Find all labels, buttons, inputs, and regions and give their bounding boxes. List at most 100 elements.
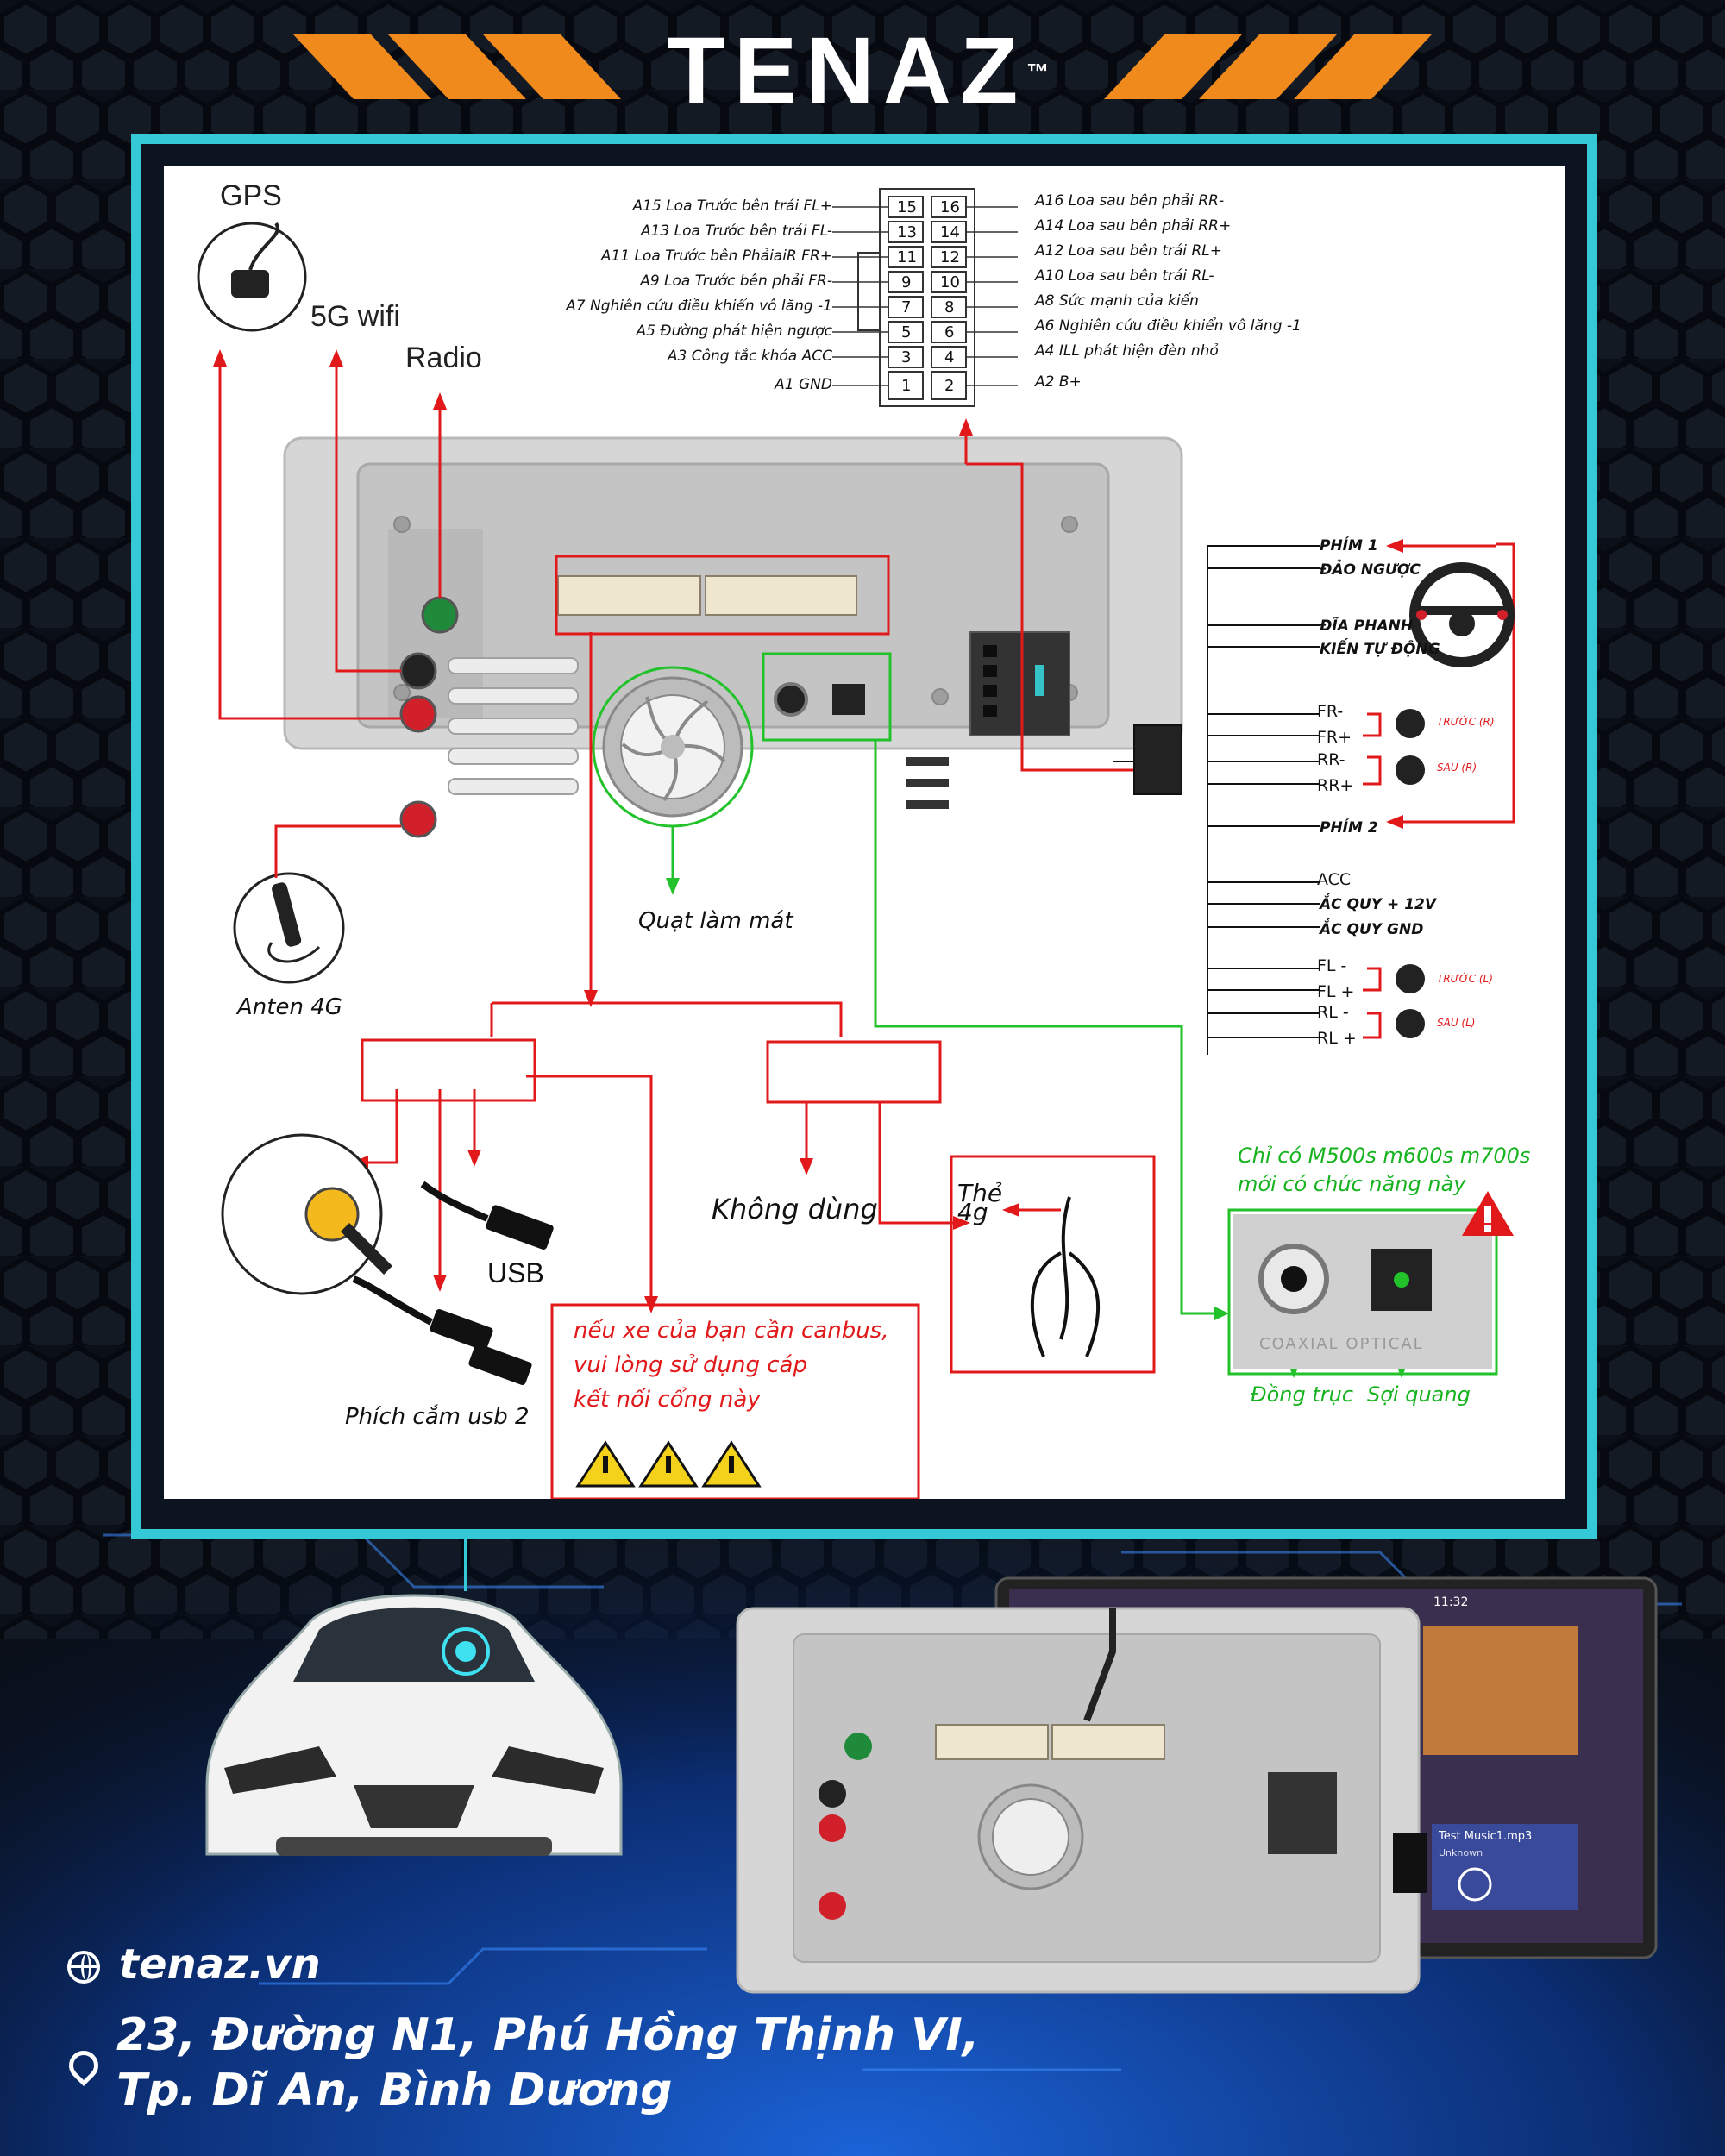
canbus-note-line1: nếu xe của bạn cần canbus,	[574, 1318, 889, 1344]
pin-label-a2: A2 B+	[1035, 373, 1082, 391]
the-4g-label: Thẻ 4g	[957, 1179, 1003, 1226]
steering-wheel-icon	[1409, 562, 1515, 667]
screen-time: 11:32	[1433, 1595, 1469, 1609]
pin-label-a3: A3 Công tắc khóa ACC	[667, 348, 832, 365]
anten-4g-icon	[233, 872, 345, 984]
harness-acc: ACC	[1317, 870, 1352, 889]
address-line1: 23, Đường N1, Phú Hồng Thịnh VI,	[116, 2009, 980, 2061]
harness-ac-quy-12v: ẮC QUY + 12V	[1320, 896, 1437, 913]
wire-harness	[1113, 545, 1320, 1055]
usb-plug-icon	[352, 1181, 554, 1385]
model-note-line2: mới có chức năng này	[1238, 1172, 1466, 1196]
speaker-icons	[1396, 709, 1425, 1038]
pin-number: 4	[944, 348, 955, 367]
pin-number: 5	[901, 323, 912, 342]
fan-label: Quạt làm mát	[638, 908, 794, 934]
harness-rr-plus: RR+	[1317, 776, 1354, 795]
pin-label-a4: A4 ILL phát hiện đèn nhỏ	[1035, 342, 1219, 360]
the-4g-line1: Thẻ	[957, 1179, 1003, 1207]
harness-rl-minus: RL -	[1317, 1003, 1349, 1022]
harness-rl-plus: RL +	[1317, 1029, 1357, 1048]
wifi-label: 5G wifi	[310, 300, 400, 333]
wifi-port-icon	[399, 652, 437, 690]
pin-number: 9	[901, 273, 912, 291]
pin-label-a7: A7 Nghiên cứu điều khiển vô lăng -1	[566, 298, 832, 315]
audio-port-text: COAXIAL OPTICAL	[1259, 1335, 1424, 1353]
warning-red-icon	[1462, 1191, 1514, 1236]
harness-sau-l: SAU (L)	[1437, 1017, 1476, 1029]
cooling-fan-icon	[602, 676, 743, 818]
pin-number: 7	[901, 298, 912, 317]
pin-label-a14: A14 Loa sau bên phải RR+	[1035, 217, 1232, 235]
canbus-note-line2: vui lòng sử dụng cáp	[574, 1352, 807, 1378]
gps-antenna-icon	[197, 222, 307, 332]
brand-logo: TENAZ™	[664, 24, 1061, 119]
optical-label: Sợi quang	[1367, 1382, 1471, 1407]
pin-label-a11: A11 Loa Trước bên PhảiaiR FR+	[600, 248, 832, 265]
pin-number: 6	[944, 323, 955, 342]
pin-label-a12: A12 Loa sau bên trái RL+	[1035, 242, 1222, 260]
harness-kien-tu-dong: KIẾN TỰ ĐỘNG	[1320, 641, 1440, 658]
screen-song-title: Test Music1.mp3	[1439, 1830, 1533, 1843]
product-image	[736, 1576, 1658, 1994]
pin-number: 13	[897, 223, 917, 241]
pin-number: 11	[897, 248, 917, 266]
pin-number: 14	[940, 223, 960, 241]
harness-ac-quy-gnd: ẮC QUY GND	[1320, 921, 1424, 938]
harness-phim2: PHÍM 2	[1320, 819, 1378, 837]
pin-label-a9: A9 Loa Trước bên phải FR-	[640, 273, 832, 290]
harness-phim1: PHÍM 1	[1320, 537, 1378, 555]
4g-port-icon	[399, 800, 437, 838]
globe-icon	[67, 1951, 100, 1984]
website-link[interactable]: tenaz.vn	[119, 1940, 321, 1989]
harness-fr-minus: FR-	[1317, 702, 1344, 721]
canbus-note-line3: kết nối cổng này	[574, 1387, 761, 1413]
the-4g-line2: 4g	[957, 1198, 988, 1226]
pin-number: 16	[940, 198, 960, 216]
harness-fr-plus: FR+	[1317, 728, 1352, 747]
pin-number: 1	[901, 377, 912, 395]
gps-port-icon	[399, 695, 437, 733]
harness-truoc-r: TRƯỚC (R)	[1437, 716, 1495, 728]
trademark: ™	[1026, 59, 1058, 85]
wiring-diagram-panel: A15 Loa Trước bên trái FL+ A13 Loa Trước…	[164, 166, 1565, 1499]
pin-number: 8	[944, 298, 955, 317]
brand-name: TENAZ	[667, 18, 1027, 124]
radio-port-icon	[421, 596, 459, 634]
khong-dung-label: Không dùng	[712, 1193, 878, 1225]
usb-plug-2-label: Phích cắm usb 2	[345, 1404, 530, 1430]
harness-fl-minus: FL -	[1317, 956, 1347, 975]
usb-label: USB	[487, 1257, 544, 1288]
camera-plug-icon	[221, 1133, 392, 1295]
wiring-diagram	[197, 188, 1515, 1499]
audio-out-box	[1233, 1214, 1492, 1369]
harness-truoc-l: TRƯỚC (L)	[1437, 973, 1493, 985]
pin-label-a6: A6 Nghiên cứu điều khiển vô lăng -1	[1035, 317, 1302, 335]
radio-label: Radio	[405, 342, 482, 374]
chevron-decoration-icon	[293, 34, 1432, 99]
pin-number: 10	[940, 273, 960, 291]
harness-dia-phanh: ĐĨA PHANH	[1320, 617, 1414, 635]
pin-label-a8: A8 Sức mạnh của kiến	[1035, 292, 1199, 310]
car-image	[205, 1594, 623, 1856]
screen-song-artist: Unknown	[1439, 1847, 1484, 1858]
pin-label-a13: A13 Loa Trước bên trái FL-	[640, 222, 832, 240]
harness-sau-r: SAU (R)	[1437, 761, 1477, 774]
address-line2: Tp. Dĩ An, Bình Dương	[116, 2065, 673, 2116]
harness-dao-nguoc: ĐẢO NGƯỢC	[1320, 561, 1421, 579]
pin-number: 3	[901, 348, 912, 367]
pin-number: 15	[897, 198, 917, 216]
model-note-line1: Chỉ có M500s m600s m700s	[1238, 1144, 1531, 1168]
pin-label-a5: A5 Đường phát hiện ngược	[636, 323, 832, 340]
pin-number: 12	[940, 248, 960, 266]
coaxial-label: Đồng trục	[1251, 1382, 1354, 1407]
pin-label-a15: A15 Loa Trước bên trái FL+	[632, 197, 832, 215]
anten-4g-label: Anten 4G	[237, 994, 342, 1020]
harness-fl-plus: FL +	[1317, 982, 1355, 1001]
frame-connector-line	[464, 1539, 467, 1591]
pin-number: 2	[944, 377, 955, 395]
head-unit-back	[283, 436, 1183, 838]
gps-label: GPS	[220, 179, 282, 212]
4g-cable-icon	[1030, 1196, 1101, 1357]
pin-label-a1: A1 GND	[775, 376, 832, 393]
